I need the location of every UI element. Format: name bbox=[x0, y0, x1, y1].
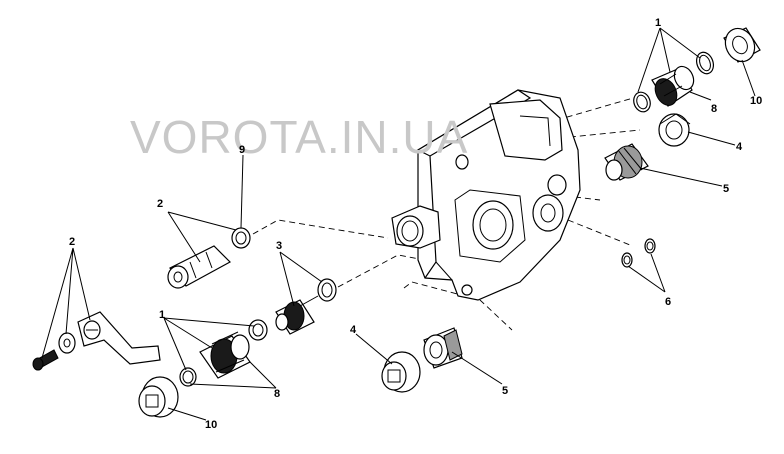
callout-4-lower: 4 bbox=[350, 324, 357, 336]
o-ring-9 bbox=[231, 227, 251, 249]
bolt bbox=[32, 349, 59, 371]
upper-plug-10 bbox=[723, 27, 761, 63]
lower-o-ring-large bbox=[248, 319, 268, 341]
watermark: VOROTA.IN.UA bbox=[130, 111, 468, 163]
callout-3: 3 bbox=[276, 240, 282, 252]
mounting-bracket bbox=[77, 311, 161, 365]
upper-valve-cartridge bbox=[651, 65, 695, 107]
upper-cartridge-5 bbox=[604, 143, 649, 181]
o-ring-3 bbox=[317, 278, 337, 302]
leader-lines bbox=[41, 27, 756, 421]
lower-plug-10 bbox=[138, 376, 179, 418]
callout-10-lower: 10 bbox=[205, 419, 217, 431]
callout-1-top: 1 bbox=[655, 17, 661, 29]
callout-9: 9 bbox=[239, 144, 245, 156]
lower-valve-cartridge bbox=[199, 331, 251, 379]
upper-o-ring-large bbox=[695, 51, 715, 75]
upper-o-ring-small bbox=[633, 91, 651, 113]
callout-1-lower: 1 bbox=[159, 309, 165, 321]
pump-housing bbox=[391, 89, 581, 301]
upper-plug-4 bbox=[658, 113, 691, 147]
callout-8-lower: 8 bbox=[274, 388, 280, 400]
callout-5-right: 5 bbox=[723, 183, 729, 195]
lower-plug-4 bbox=[381, 351, 421, 393]
callout-6: 6 bbox=[665, 296, 671, 308]
lower-cartridge-5 bbox=[423, 327, 463, 369]
callout-10-top: 10 bbox=[750, 95, 762, 107]
callout-2-left: 2 bbox=[69, 236, 75, 248]
spool-valve-2 bbox=[167, 245, 231, 289]
callout-5-lower: 5 bbox=[502, 385, 508, 397]
check-valve-3 bbox=[275, 295, 319, 335]
callout-2-middle: 2 bbox=[157, 198, 163, 210]
lower-o-ring-small bbox=[179, 367, 197, 387]
washer bbox=[58, 332, 76, 354]
callout-8-top: 8 bbox=[711, 103, 717, 115]
callout-4-right: 4 bbox=[736, 141, 743, 153]
small-o-rings-6 bbox=[621, 238, 656, 268]
